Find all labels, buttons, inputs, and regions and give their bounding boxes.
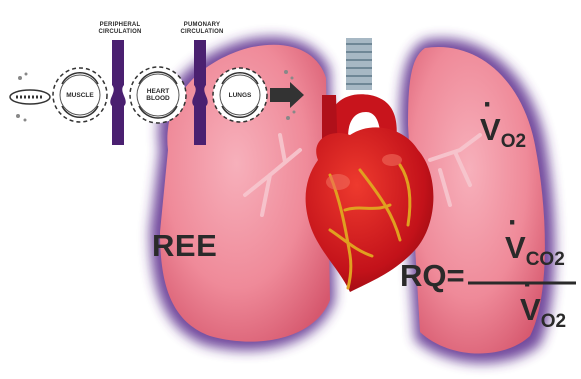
vo2-label: · VO2	[480, 112, 526, 148]
rq-numerator: · VCO2	[505, 230, 565, 266]
rq-numerator-subscript: CO2	[526, 249, 565, 270]
pulmonary-circulation-label: PUMONARY CIRCULATION	[170, 22, 234, 36]
rq-denominator-subscript: O2	[541, 311, 566, 332]
dot-accent: ·	[483, 100, 493, 110]
peripheral-circulation-label: PERIPHERAL CIRCULATION	[88, 22, 152, 36]
trachea	[346, 38, 372, 90]
muscle-label: MUSCLE	[60, 92, 100, 99]
lungs-label: LUNGS	[220, 92, 260, 99]
heart-blood-label: HEART BLOOD	[140, 88, 176, 102]
dot-accent: ·	[508, 218, 518, 228]
vo2-subscript: O2	[501, 131, 526, 152]
rq-prefix: RQ=	[400, 258, 465, 294]
dot-accent: ·	[523, 280, 533, 290]
ree-label: REE	[152, 228, 217, 264]
rq-denominator: · VO2	[520, 292, 566, 328]
peripheral-barrier	[110, 40, 125, 145]
